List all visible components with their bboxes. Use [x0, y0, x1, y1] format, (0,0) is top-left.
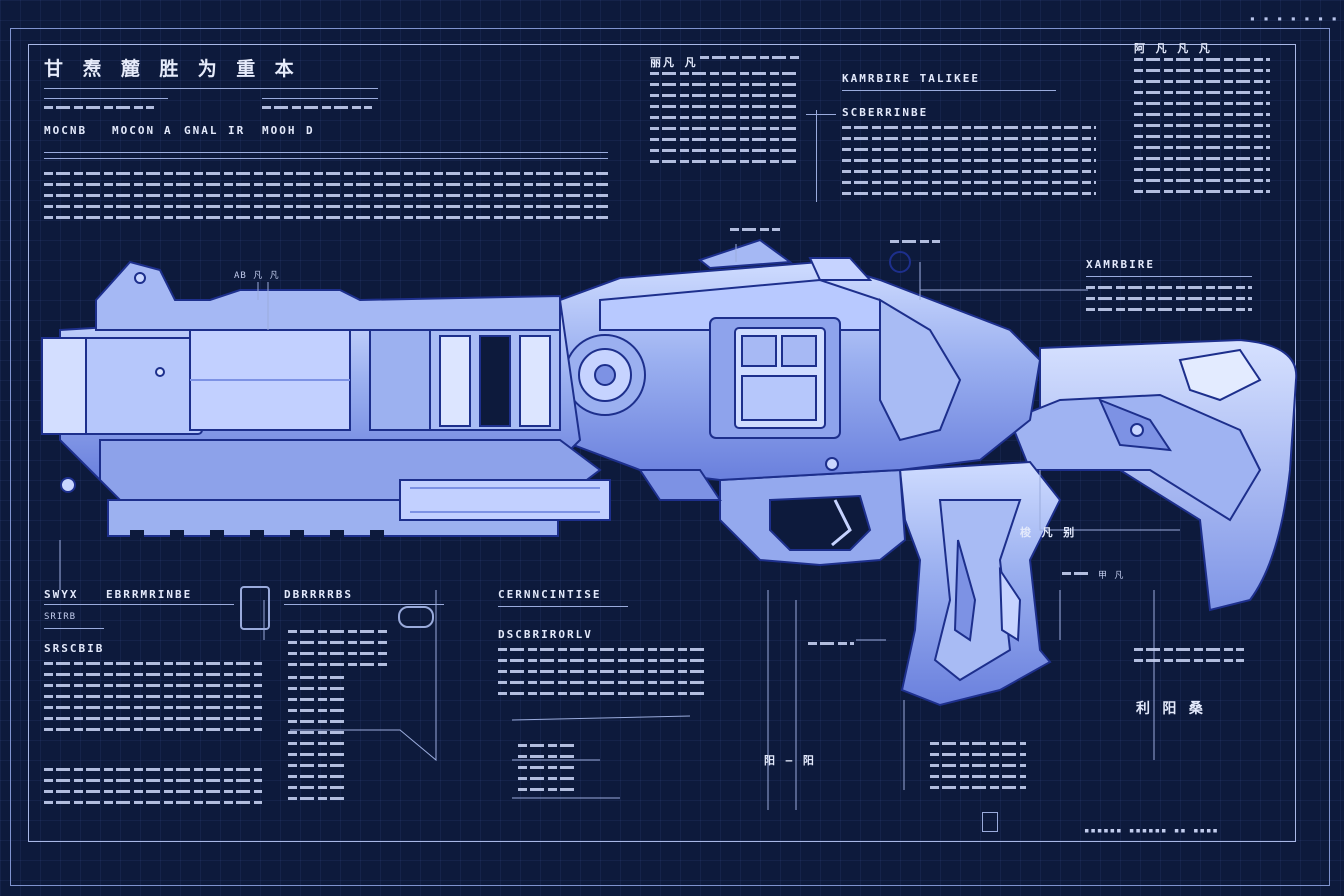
bottom-right-box — [982, 812, 998, 832]
title-rule — [44, 88, 378, 89]
top-right-leader — [806, 114, 836, 115]
bottom-right-code-c: 甲 凡 — [1098, 571, 1125, 581]
top-mid-label: 丽凡 凡 — [650, 56, 698, 69]
bottom-mid-left-heading: DBRRRRBS — [284, 588, 353, 601]
title-meta-lines — [44, 106, 154, 117]
bottom-left-bracket — [240, 586, 270, 630]
bottom-mid-left-oval — [398, 606, 434, 628]
bottom-left-notes-2 — [44, 768, 262, 812]
meta-label-6: MOOH — [262, 124, 297, 137]
bottom-mid-rule — [498, 606, 628, 607]
top-mid-notes-2 — [650, 116, 800, 171]
grip — [898, 460, 1062, 707]
top-right-heading: KAMRBIRE TALIKEE — [842, 72, 980, 85]
top-sight-label — [890, 240, 940, 251]
bottom-left-rule-2 — [44, 628, 104, 629]
bottom-mid-notes-2 — [518, 744, 578, 799]
bottom-mid-left-notes — [288, 630, 388, 674]
meta-label-2: MOCON — [112, 124, 156, 137]
bottom-left-heading: EBRRMRINBE — [106, 588, 193, 601]
bottom-right-line — [1062, 572, 1092, 583]
bottom-left-sub: SRIRB — [44, 612, 77, 622]
desc-rule — [44, 152, 608, 153]
bottom-right-small-note — [808, 642, 854, 653]
callout-leaders — [59, 244, 1180, 810]
title-subrule-2 — [262, 98, 378, 99]
meta-label-1: MOCNB — [44, 124, 88, 137]
right-callout-rule — [1086, 276, 1252, 277]
top-mid-notes — [650, 72, 800, 116]
bottom-mid-left-notes-2 — [288, 676, 348, 808]
sheet-title: 甘 焘 麓 胜 为 重 本 — [44, 58, 298, 80]
top-right-rule — [842, 90, 1056, 91]
bottom-left-heading-2: SRSCBIB — [44, 642, 105, 655]
meta-label-3: A — [164, 124, 173, 137]
bottom-mid-subheading: DSCBRIRORLV — [498, 628, 593, 641]
far-right-notes — [1134, 58, 1270, 201]
top-right-notes — [842, 126, 1096, 203]
stock — [1008, 338, 1298, 612]
title-subrule — [44, 98, 168, 99]
part-label: AB 凡 凡 — [234, 271, 280, 281]
far-right-label: 阿 凡 凡 凡 — [1134, 42, 1212, 55]
grip-label: 梭 凡 别 — [1020, 526, 1077, 539]
desc-rule-2 — [44, 158, 608, 159]
bottom-right-code-a: 阳 — 阳 — [764, 754, 816, 767]
bottom-mid-notes — [498, 648, 704, 703]
bottom-left-rule — [44, 604, 234, 605]
bottom-mid-left-rule — [284, 604, 444, 605]
inner-frame — [28, 44, 1296, 842]
top-mid-divider — [816, 110, 817, 202]
title-meta-lines-2 — [262, 106, 372, 117]
meta-label-7: D — [306, 124, 315, 137]
meta-label-5: IR — [228, 124, 246, 137]
bottom-right-footer: ▪▪▪▪▪▪ ▪▪▪▪▪▪ ▪▪ ▪▪▪▪ — [1084, 826, 1219, 836]
bottom-right-code-b: 利 阳 桑 — [1136, 701, 1205, 717]
right-callout-notes — [1086, 286, 1252, 319]
top-mid-line-0 — [700, 56, 800, 67]
receiver — [559, 238, 1042, 501]
top-right-subheading: SCBERRINBE — [842, 106, 929, 119]
meta-label-4: GNAL — [184, 124, 219, 137]
top-rail-label — [730, 228, 780, 239]
bottom-left-notes — [44, 662, 262, 739]
top-left-description — [44, 172, 608, 227]
bottom-right-notes-2 — [930, 742, 1026, 797]
outer-frame — [10, 28, 1330, 886]
trigger-guard — [719, 459, 907, 567]
corner-code: ▪ ▪ ▪ ▪ ▪ ▪ ▪ — [1250, 14, 1339, 23]
bottom-mid-heading: CERNNCINTISE — [498, 588, 602, 601]
right-callout-heading: XAMRBIRE — [1086, 258, 1155, 271]
bottom-left-code: SWYX — [44, 588, 79, 601]
barrel — [41, 260, 611, 538]
bottom-right-notes — [1134, 648, 1244, 670]
